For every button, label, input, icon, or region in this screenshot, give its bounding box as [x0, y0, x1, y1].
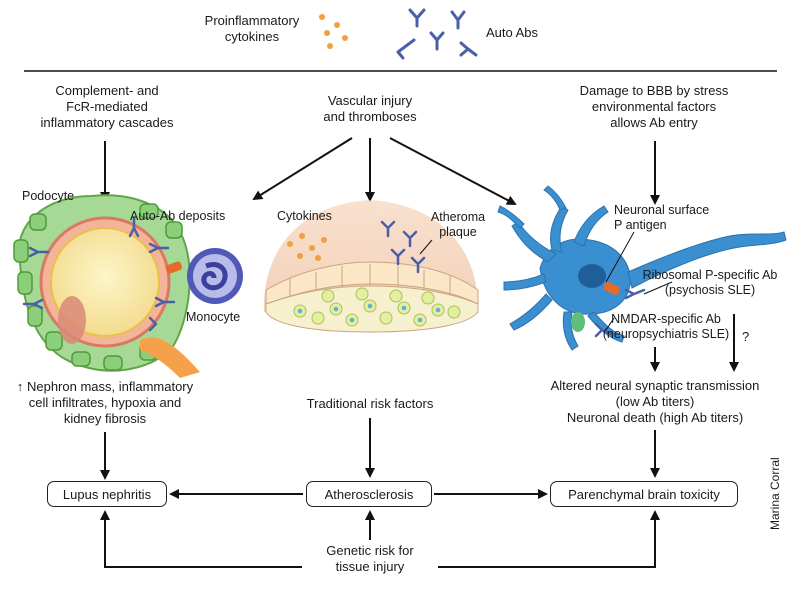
neuron-details	[571, 231, 673, 338]
glomerulus-illustration	[13, 194, 243, 378]
nmdar-ab-label: NMDAR-specific Ab (neuropsychiatris SLE)	[602, 312, 730, 341]
arrows	[100, 137, 739, 568]
genetic-risk-label: Genetic risk for tissue injury	[326, 543, 414, 574]
legend-auto-abs-label: Auto Abs	[486, 25, 539, 40]
arrow-genetic-to-brain	[438, 510, 660, 568]
ribosomal-ab-label: Ribosomal P-specific Ab (psychosis SLE)	[642, 268, 778, 297]
monocyte-label: Monocyte	[186, 310, 241, 324]
artist-credit: Marina Corral	[768, 457, 782, 530]
arrow-genetic-to-lupus	[100, 510, 302, 568]
auto-ab-deposits-label: Auto-Ab deposits	[130, 209, 226, 223]
cytokines-label: Cytokines	[277, 209, 332, 223]
arrow-vascular-left	[252, 137, 353, 201]
antibody-legend-icon	[396, 8, 478, 60]
brain-effect: Altered neural synaptic transmission (lo…	[550, 378, 760, 425]
legend-cytokines-label: Proinflammatory cytokines	[204, 13, 300, 44]
podocyte-label: Podocyte	[22, 189, 75, 203]
kidney-effect: ↑ Nephron mass, inflammatory cell infilt…	[16, 379, 194, 426]
cytokine-dots-icon	[319, 14, 348, 49]
atherosclerosis-box: Atherosclerosis	[306, 481, 432, 507]
vessel-illustration	[263, 200, 479, 333]
brain-header: Damage to BBB by stress environmental fa…	[579, 83, 729, 130]
question-mark: ?	[742, 329, 750, 344]
arrow-vascular-right	[389, 137, 517, 205]
neuron-illustration	[497, 185, 787, 351]
traditional-risk-factors: Traditional risk factors	[306, 396, 434, 411]
vascular-header: Vascular injury and thromboses	[323, 93, 417, 124]
surface-antigen-label: Neuronal surface P antigen	[614, 203, 710, 232]
brain-toxicity-box: Parenchymal brain toxicity	[550, 481, 738, 507]
lupus-nephritis-box: Lupus nephritis	[47, 481, 167, 507]
kidney-header: Complement- and FcR-mediated inflammator…	[40, 83, 174, 130]
atheroma-plaque-label: Atheroma plaque	[430, 210, 486, 239]
